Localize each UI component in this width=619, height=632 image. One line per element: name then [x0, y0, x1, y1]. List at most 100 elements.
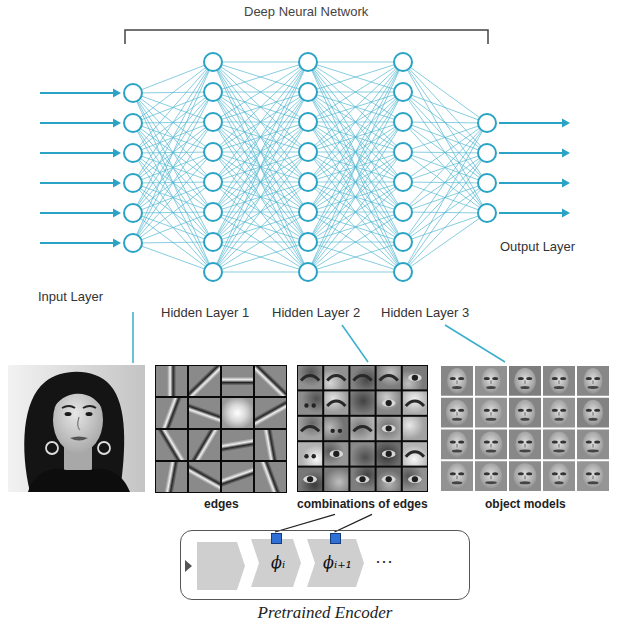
face-model — [509, 398, 541, 428]
input-marker — [185, 560, 192, 572]
face-model — [577, 398, 609, 428]
part-filter — [377, 468, 401, 491]
photo-eye — [65, 412, 72, 416]
leader-line — [342, 325, 368, 362]
connection-line — [133, 183, 213, 272]
photo-nose — [78, 417, 80, 430]
neuron — [478, 174, 496, 192]
face-model — [441, 461, 473, 491]
connection-line — [403, 92, 487, 123]
encoder-title: Pretrained Encoder — [181, 603, 469, 623]
output-arrow-head — [562, 119, 570, 128]
part-nostril — [312, 454, 316, 458]
bracket — [125, 30, 488, 44]
face-model-head — [515, 400, 536, 426]
connection-line — [403, 62, 487, 123]
part-brow — [327, 401, 345, 406]
face-model — [577, 461, 609, 491]
connection-line — [403, 92, 487, 153]
face-model — [475, 430, 507, 460]
output-arrow-head — [562, 209, 570, 218]
face-model-eye — [518, 440, 524, 443]
face-model-eye — [484, 409, 490, 412]
neuron — [124, 144, 142, 162]
connection-line — [308, 62, 403, 272]
feature-tap — [330, 533, 341, 544]
connection-line — [133, 213, 213, 242]
connection-line — [403, 62, 487, 213]
connection-line — [308, 62, 403, 212]
neuron — [204, 143, 222, 161]
connection-line — [308, 62, 403, 152]
part-filter — [377, 417, 401, 440]
encoder-box: Pretrained Encoderϕᵢϕᵢ₊₁ — [180, 530, 470, 600]
face-model-head — [583, 400, 603, 426]
face-model-head — [514, 368, 536, 394]
part-brow — [406, 401, 424, 406]
face-model-eye — [526, 440, 532, 443]
face-model-mouth — [452, 418, 462, 421]
encoder-block — [197, 542, 245, 590]
face-model-nose — [457, 412, 458, 416]
connection-line — [213, 92, 308, 272]
part-filter — [298, 468, 322, 491]
connection-line — [308, 62, 403, 122]
output-arrow-head — [562, 179, 570, 188]
neuron — [204, 203, 222, 221]
connection-line — [403, 183, 487, 272]
part-brow — [406, 452, 424, 457]
edge-filter — [222, 398, 253, 428]
face-model-nose — [593, 380, 594, 384]
connection-line — [133, 242, 213, 243]
face-model-eye — [518, 409, 524, 412]
part-brow — [353, 376, 371, 381]
face-model-nose — [593, 412, 594, 416]
face-model-mouth — [452, 386, 462, 389]
output-arrow — [499, 122, 564, 124]
face-model-eye — [458, 377, 464, 380]
part-eye — [333, 451, 339, 457]
connection-line — [133, 122, 213, 243]
neuron — [299, 233, 317, 251]
connection-line — [213, 92, 308, 272]
connection-line — [213, 242, 308, 272]
connection-line — [308, 62, 403, 92]
face-model — [543, 398, 575, 428]
face-model-nose — [593, 444, 594, 448]
face-model-eye — [484, 472, 490, 475]
face-model-mouth — [520, 386, 529, 389]
neuron — [299, 263, 317, 281]
face-model-eye — [450, 409, 456, 412]
connection-line — [133, 153, 213, 242]
face-model-eye — [450, 440, 456, 443]
face-model-nose — [559, 444, 560, 448]
face-model-eye — [586, 472, 592, 475]
face-model-mouth — [588, 418, 597, 421]
connection-line — [213, 62, 308, 92]
connection-line — [308, 182, 403, 272]
connection-line — [308, 242, 403, 272]
face-model-nose — [593, 476, 594, 480]
edge-filter — [222, 366, 253, 396]
part-eye — [386, 425, 392, 431]
neuron — [124, 84, 142, 102]
part-eye-white — [382, 425, 396, 432]
face-model — [543, 430, 575, 460]
face-model-eye — [586, 440, 592, 443]
neuron — [299, 83, 317, 101]
connection-line — [403, 123, 487, 152]
face-model-head — [513, 463, 536, 489]
face-model-head — [447, 463, 468, 489]
neuron — [478, 204, 496, 222]
connection-line — [403, 62, 487, 183]
face-model-head — [583, 368, 602, 394]
layer-label: Output Layer — [500, 239, 575, 255]
face-model-eye — [594, 472, 600, 475]
edge-filter — [156, 430, 187, 460]
face-model-mouth — [486, 449, 497, 452]
connection-line — [308, 62, 403, 272]
face-model-head — [549, 463, 570, 489]
face-model-head — [481, 368, 501, 394]
face-model — [475, 366, 507, 396]
connection-line — [133, 182, 213, 243]
